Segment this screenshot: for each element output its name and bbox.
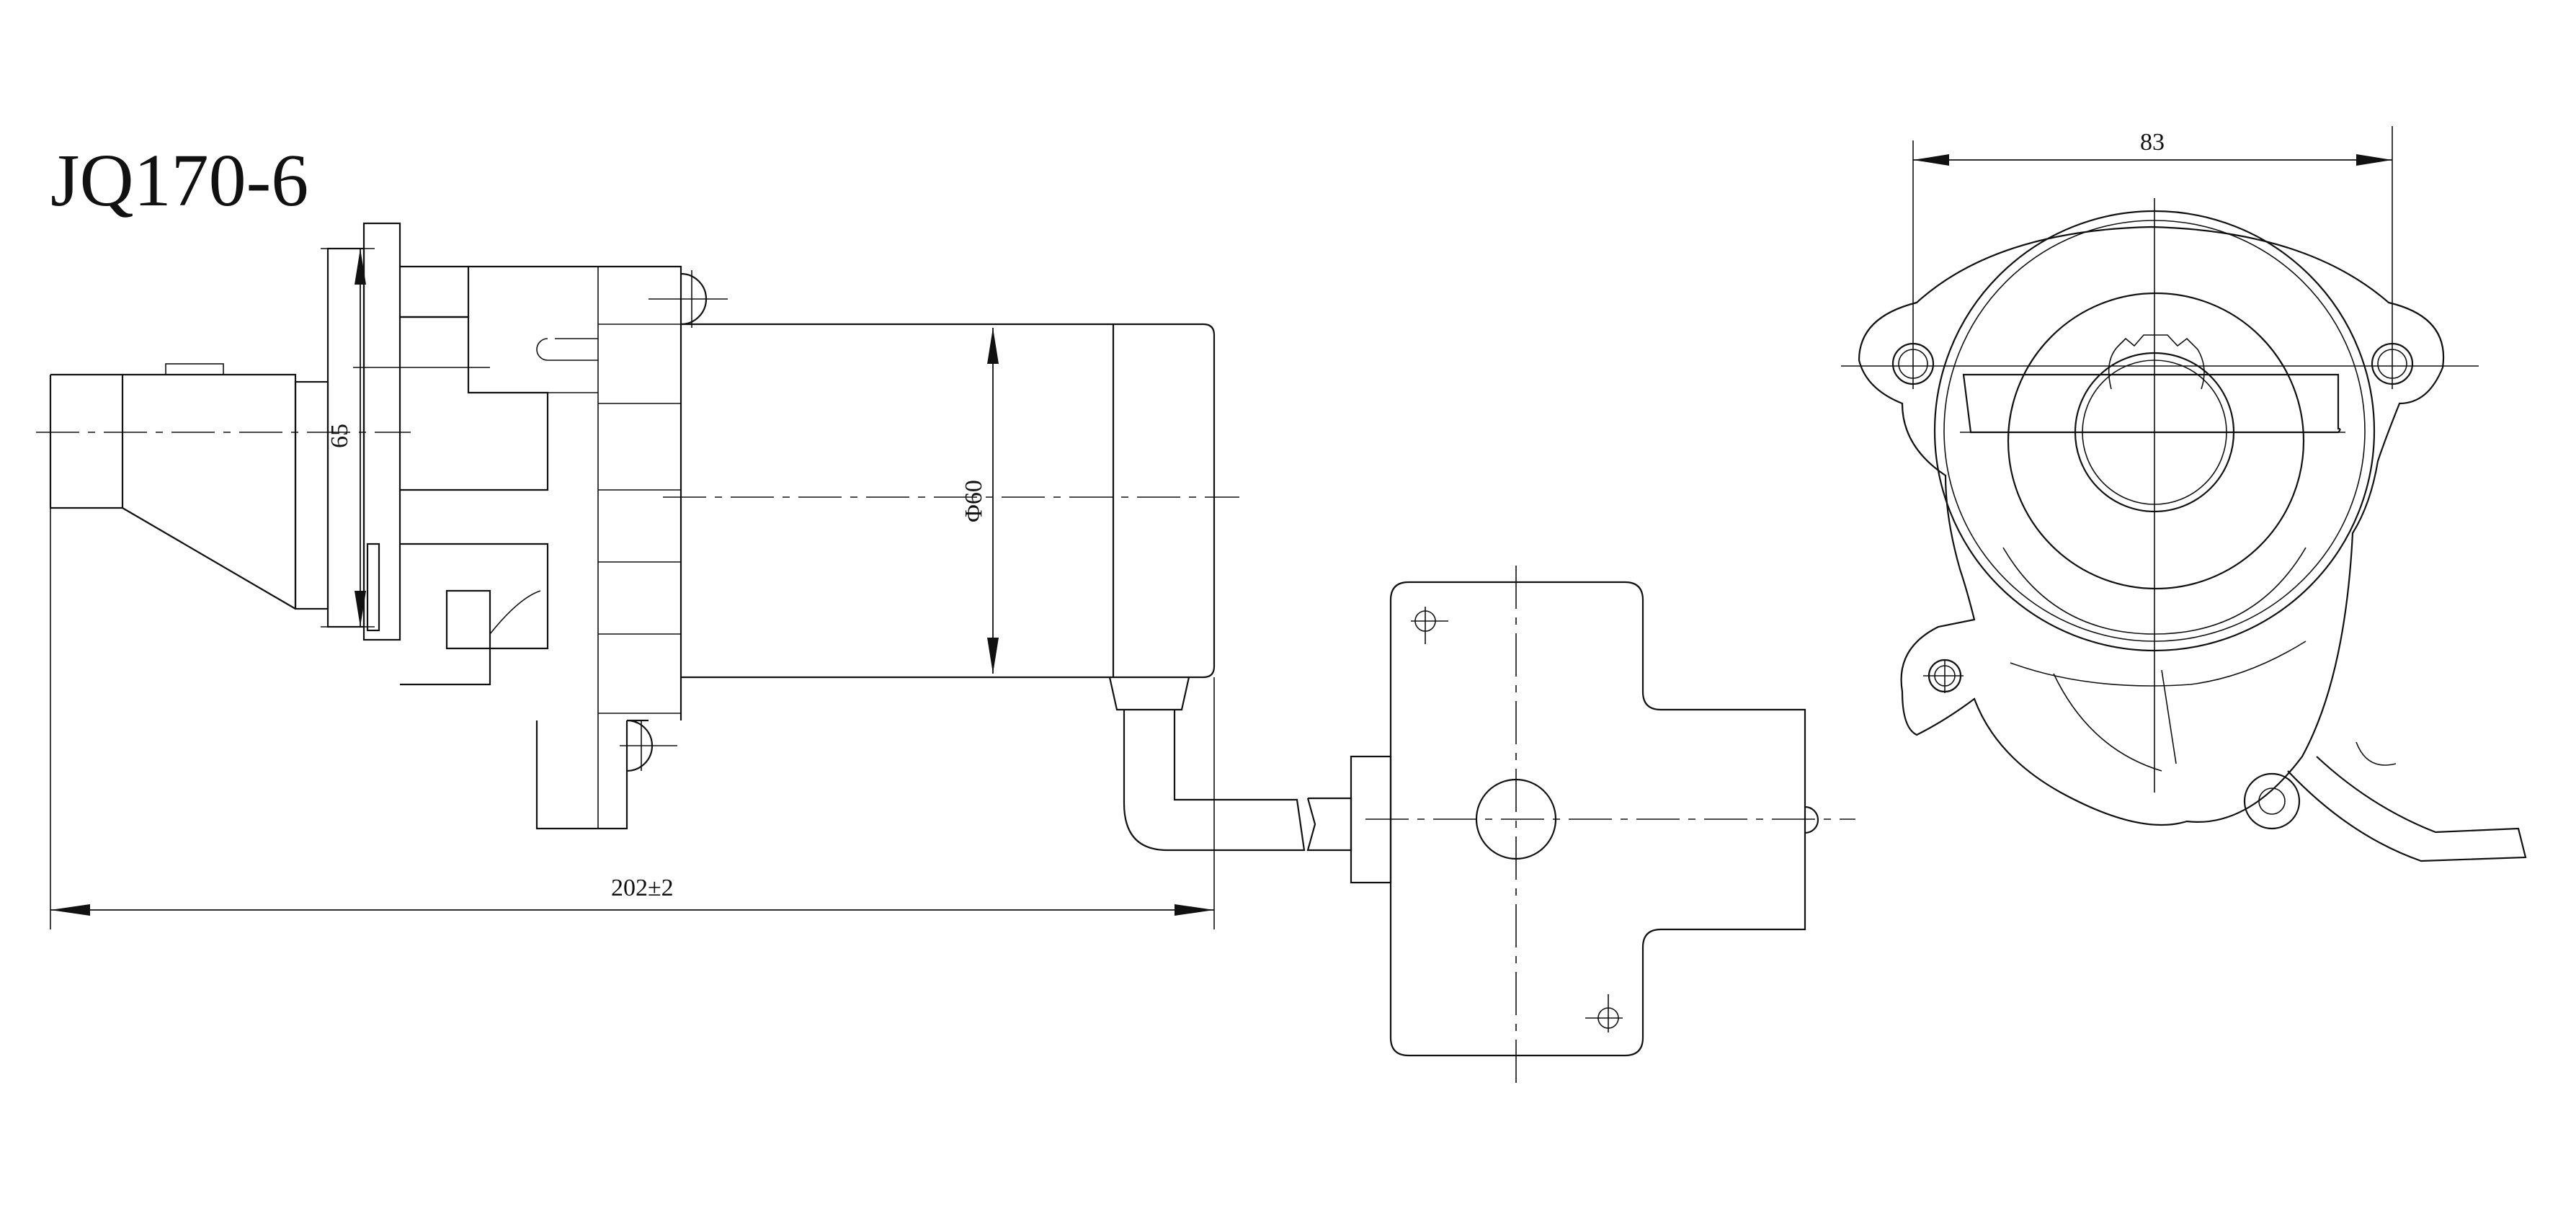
length-dimension: 202±2: [50, 508, 1215, 929]
flange-height-dimension: 65: [321, 248, 375, 628]
length-label: 202±2: [611, 875, 674, 901]
bolt-spacing-label: 83: [2140, 129, 2165, 156]
top-view: [1306, 566, 1855, 1084]
body-diameter-label: Φ60: [961, 480, 987, 522]
body-diameter-dimension: Φ60: [961, 328, 999, 674]
drawing-title: JQ170-6: [50, 139, 308, 222]
flange-height-label: 65: [326, 424, 353, 448]
side-view: [36, 222, 1306, 852]
front-view: [1841, 198, 2527, 862]
bolt-spacing-dimension: 83: [1912, 126, 2393, 389]
